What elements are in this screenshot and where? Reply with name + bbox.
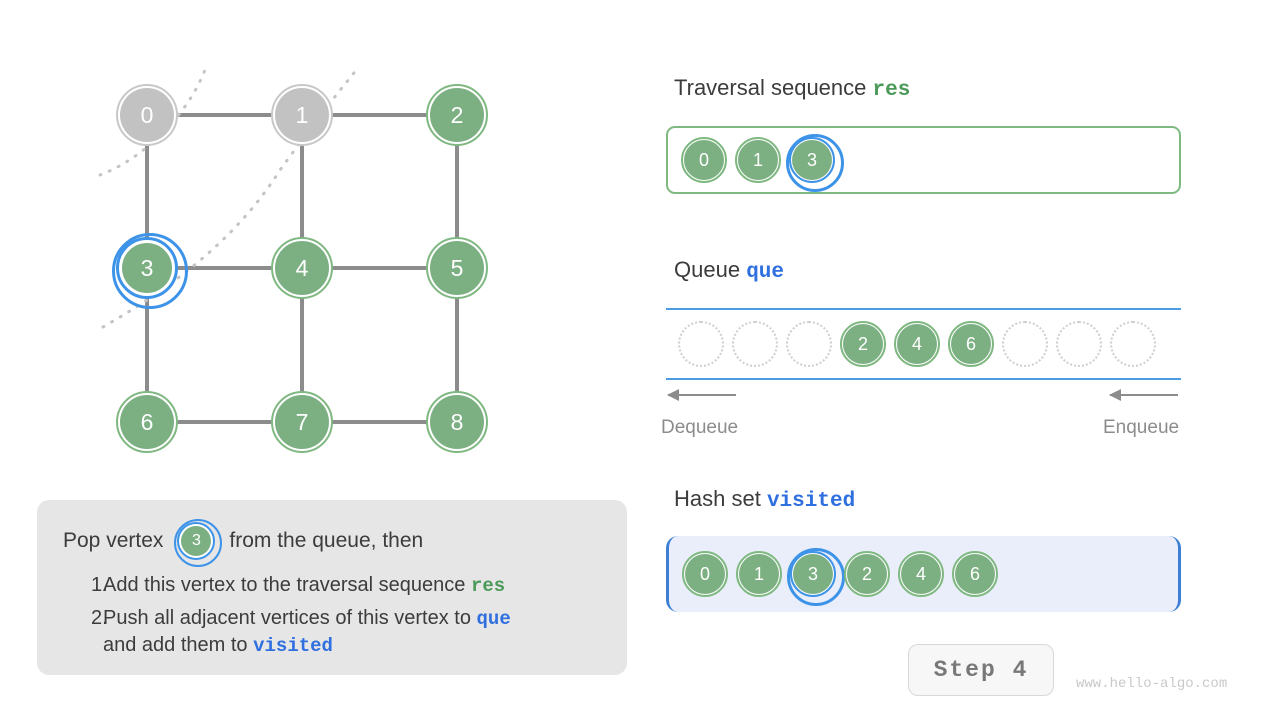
- chip-label: 0: [685, 554, 725, 594]
- hashset-item-6: 6: [952, 551, 998, 597]
- caption-step-2: Push all adjacent vertices of this verte…: [63, 605, 601, 660]
- node-label: 6: [120, 395, 174, 449]
- chip-label: 0: [684, 140, 724, 180]
- caption-step-2-code-que: que: [476, 607, 511, 630]
- hashset-item-4: 4: [898, 551, 944, 597]
- watermark-label: www.hello-algo.com: [1076, 676, 1228, 692]
- graph-node-3[interactable]: 3: [112, 233, 188, 309]
- chip-ring: [1002, 321, 1048, 367]
- queue-slot-empty-0: [678, 321, 724, 367]
- chip-ring: [789, 137, 835, 183]
- chip-ring: [1056, 321, 1102, 367]
- hashset-title-code: visited: [766, 490, 856, 513]
- caption-step-1: Add this vertex to the traversal sequenc…: [63, 572, 601, 600]
- frontier-curve-2: [101, 66, 360, 329]
- queue-slot-empty-1: [732, 321, 778, 367]
- chip-ring: [786, 321, 832, 367]
- graph-node-2[interactable]: 2: [426, 84, 488, 146]
- queue-slot-4: 4: [894, 321, 940, 367]
- graph-node-8[interactable]: 8: [426, 391, 488, 453]
- chip-label: 4: [901, 554, 941, 594]
- node-label: 0: [120, 88, 174, 142]
- chip-label: 3: [793, 554, 833, 594]
- caption-lead-after: from the queue, then: [229, 529, 424, 552]
- enqueue-arrow-icon: [1109, 389, 1178, 401]
- res-title-code: res: [872, 79, 911, 102]
- caption-lead-line: Pop vertex 3 from the queue, then: [63, 519, 601, 567]
- chip-ring: [1110, 321, 1156, 367]
- caption-step-2-text: Push all adjacent vertices of this verte…: [103, 606, 471, 629]
- graph-node-5[interactable]: 5: [426, 237, 488, 299]
- caption-step-1-code: res: [470, 575, 506, 597]
- hashset-item-3: 3: [787, 548, 845, 606]
- chip-label: [681, 324, 721, 364]
- chip-ring: [790, 551, 836, 597]
- queue-title-text: Queue: [674, 257, 741, 282]
- queue-slot-empty-2: [786, 321, 832, 367]
- dequeue-arrow-icon: [667, 389, 736, 401]
- node-label: 8: [430, 395, 484, 449]
- graph-panel: 0 1 2 3 4 5 6 7 8: [0, 0, 640, 490]
- res-title-text: Traversal sequence: [674, 75, 867, 100]
- chip-label: 1: [738, 140, 778, 180]
- caption-step-1-text: Add this vertex to the traversal sequenc…: [103, 574, 466, 596]
- node-label: 1: [275, 88, 329, 142]
- chip-label: 3: [792, 140, 832, 180]
- chip-label: [1113, 324, 1153, 364]
- chip-ring: [678, 321, 724, 367]
- queue-slot-empty-6: [1002, 321, 1048, 367]
- graph-node-0[interactable]: 0: [116, 84, 178, 146]
- chip-label: 4: [897, 324, 937, 364]
- hashset-title-text: Hash set: [674, 486, 761, 511]
- caption-box: Pop vertex 3 from the queue, then Add th…: [37, 500, 627, 675]
- chip-label: 1: [739, 554, 779, 594]
- node-label: 4: [275, 241, 329, 295]
- node-label: 2: [430, 88, 484, 142]
- chip-label: [1005, 324, 1045, 364]
- queue-slot-6: 6: [948, 321, 994, 367]
- queue-slot-empty-8: [1110, 321, 1156, 367]
- caption-lead-before: Pop vertex: [63, 529, 164, 552]
- caption-vertex-chip: 3: [174, 519, 223, 567]
- graph-node-1[interactable]: 1: [271, 84, 333, 146]
- chip-label: 2: [843, 324, 883, 364]
- graph-node-7[interactable]: 7: [271, 391, 333, 453]
- queue-slot-empty-7: [1056, 321, 1102, 367]
- node-label: 7: [275, 395, 329, 449]
- hashset-item-1: 1: [736, 551, 782, 597]
- hashset-item-0: 0: [682, 551, 728, 597]
- caption-step-2-code-visited: visited: [253, 635, 333, 658]
- queue-section-title: Queue que: [674, 257, 784, 284]
- hashset-item-2: 2: [844, 551, 890, 597]
- graph-node-4[interactable]: 4: [271, 237, 333, 299]
- queue-title-code: que: [746, 261, 784, 284]
- dequeue-label: Dequeue: [661, 417, 739, 438]
- hashset-section-title: Hash set visited: [674, 486, 855, 513]
- chip-ring: [177, 522, 216, 560]
- chip-label: 3: [181, 526, 212, 556]
- graph-node-6[interactable]: 6: [116, 391, 178, 453]
- res-section-title: Traversal sequence res: [674, 75, 910, 102]
- node-label: 3: [122, 243, 172, 293]
- enqueue-label: Enqueue: [1103, 417, 1180, 438]
- chip-label: [1059, 324, 1099, 364]
- caption-step-2-text-2: and add them to: [103, 634, 248, 657]
- step-button[interactable]: Step 4: [908, 644, 1054, 696]
- chip-ring: [732, 321, 778, 367]
- chip-label: 2: [847, 554, 887, 594]
- queue-slot-2: 2: [840, 321, 886, 367]
- res-item-1: 1: [735, 137, 781, 183]
- caption-step-list: Add this vertex to the traversal sequenc…: [63, 572, 601, 660]
- chip-label: 6: [955, 554, 995, 594]
- res-item-0: 0: [681, 137, 727, 183]
- chip-label: [735, 324, 775, 364]
- chip-label: [789, 324, 829, 364]
- res-item-3: 3: [786, 134, 844, 192]
- chip-label: 6: [951, 324, 991, 364]
- node-label: 5: [430, 241, 484, 295]
